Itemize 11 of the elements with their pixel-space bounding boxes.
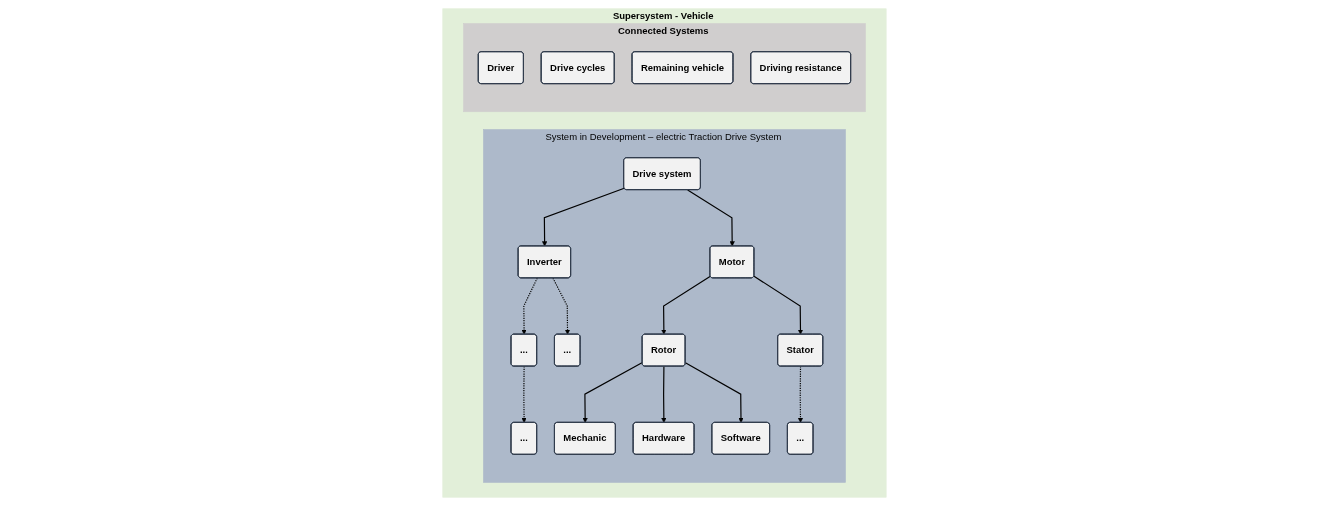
arrow: [551, 277, 570, 335]
arrow: [797, 365, 803, 423]
arrow: [686, 189, 735, 247]
arrow: [660, 275, 711, 335]
arrow: [753, 275, 803, 335]
arrow: [684, 362, 744, 423]
arrow: [521, 277, 538, 335]
arrow: [521, 365, 527, 423]
arrow: [582, 361, 643, 423]
arrow: [660, 365, 666, 423]
arrow: [541, 187, 625, 247]
